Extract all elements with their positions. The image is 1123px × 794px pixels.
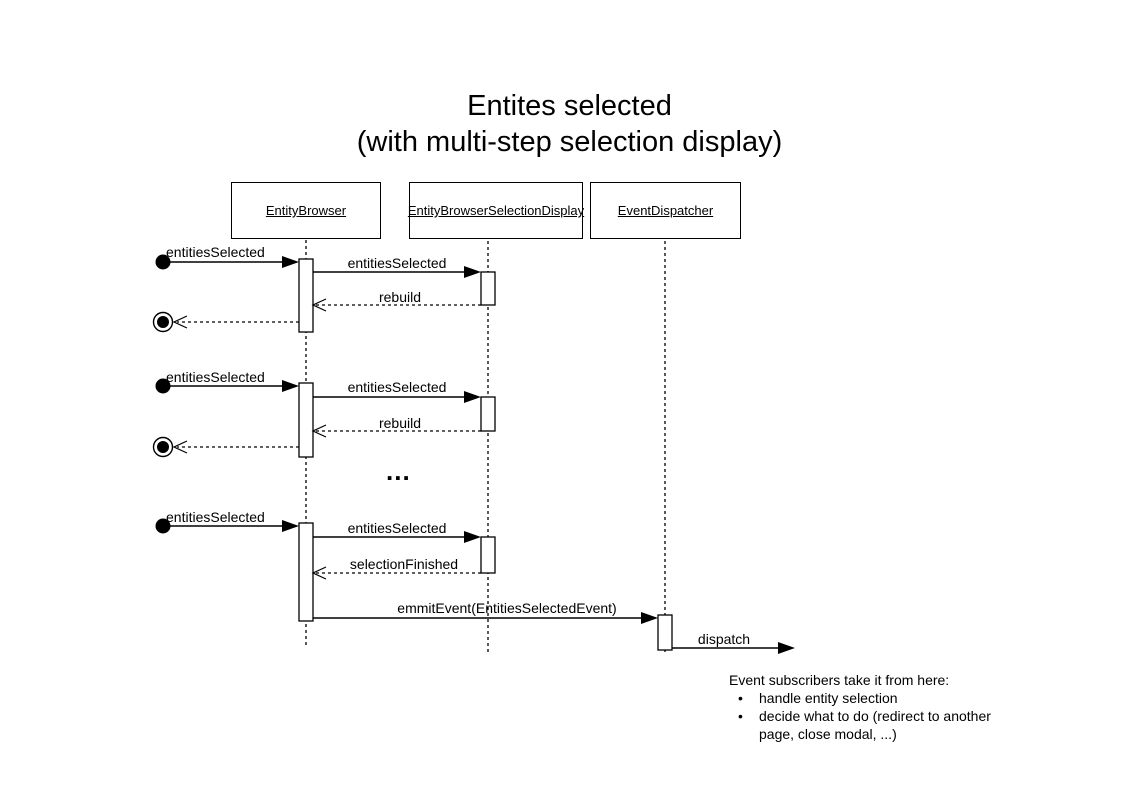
message-label-call-1: entitiesSelected — [347, 255, 447, 271]
title-line-1: Entites selected — [467, 90, 672, 122]
message-label-incoming-3: entitiesSelected — [166, 509, 265, 525]
actor-box-entitybrowser: EntityBrowser — [231, 182, 381, 239]
message-label-emmitevent: emmitEvent(EntitiesSelectedEvent) — [397, 600, 617, 616]
activation-bar-selectiondisplay-2 — [480, 396, 496, 432]
title-line-2: (with multi-step selection display) — [356, 126, 783, 158]
arrowhead-incoming-2 — [282, 380, 299, 392]
arrowhead-incoming-1 — [282, 256, 299, 268]
annotation-note: Event subscribers take it from here: • h… — [729, 671, 1031, 743]
annotation-bullet-item: • decide what to do (redirect to another… — [729, 707, 1031, 743]
initial-node-icon-1 — [155, 254, 171, 270]
actor-label-eventdispatcher: EventDispatcher — [617, 203, 714, 218]
final-node-inner-icon-1 — [157, 316, 169, 328]
annotation-heading: Event subscribers take it from here: — [729, 672, 950, 688]
ellipsis-label: ... — [386, 456, 411, 486]
bullet-icon: • — [738, 708, 743, 724]
open-arrowhead-return-1 — [172, 315, 188, 329]
final-node-outer-icon-2 — [152, 436, 174, 458]
open-arrowhead-selectionfinished — [311, 566, 327, 580]
arrowhead-dispatch — [778, 642, 795, 654]
annotation-bullet-text: handle entity selection — [759, 690, 898, 706]
actor-box-entitybrowserselectiondisplay: EntityBrowserSelectionDisplay — [407, 182, 585, 239]
open-arrowhead-rebuild-2 — [311, 424, 327, 438]
activation-bar-entitybrowser-3 — [298, 522, 314, 622]
arrowhead-incoming-3 — [282, 520, 299, 532]
arrowhead-emmitevent — [641, 612, 658, 624]
annotation-bullet-item: • handle entity selection — [729, 689, 1031, 707]
arrowhead-call-3 — [464, 531, 481, 543]
message-label-dispatch: dispatch — [697, 631, 751, 647]
actor-box-eventdispatcher: EventDispatcher — [590, 182, 741, 239]
open-arrowhead-return-2 — [172, 440, 188, 454]
activation-bar-selectiondisplay-1 — [480, 271, 496, 306]
message-label-call-2: entitiesSelected — [347, 379, 447, 395]
page-title: Entites selected (with multi-step select… — [16, 88, 1123, 160]
message-label-selectionfinished: selectionFinished — [349, 556, 459, 572]
initial-node-icon-3 — [155, 518, 171, 534]
final-node-inner-icon-2 — [157, 441, 169, 453]
activation-bar-eventdispatcher — [657, 614, 673, 651]
activation-bar-entitybrowser-1 — [298, 258, 314, 333]
initial-node-icon-2 — [155, 378, 171, 394]
activation-bar-selectiondisplay-3 — [480, 536, 496, 574]
arrowhead-call-2 — [464, 391, 481, 403]
message-label-incoming-1: entitiesSelected — [166, 244, 265, 260]
message-label-incoming-2: entitiesSelected — [166, 369, 265, 385]
actor-label-entitybrowser: EntityBrowser — [265, 203, 347, 218]
activation-bar-entitybrowser-2 — [298, 382, 314, 458]
open-arrowhead-rebuild-1 — [311, 298, 327, 312]
actor-label-entitybrowserselectiondisplay: EntityBrowserSelectionDisplay — [407, 203, 585, 218]
message-label-call-3: entitiesSelected — [347, 520, 447, 536]
final-node-outer-icon-1 — [152, 311, 174, 333]
annotation-bullet-text: decide what to do (redirect to another p… — [759, 708, 991, 742]
bullet-icon: • — [738, 690, 743, 706]
message-label-rebuild-1: rebuild — [378, 289, 422, 305]
message-label-rebuild-2: rebuild — [378, 415, 422, 431]
arrowhead-call-1 — [464, 266, 481, 278]
